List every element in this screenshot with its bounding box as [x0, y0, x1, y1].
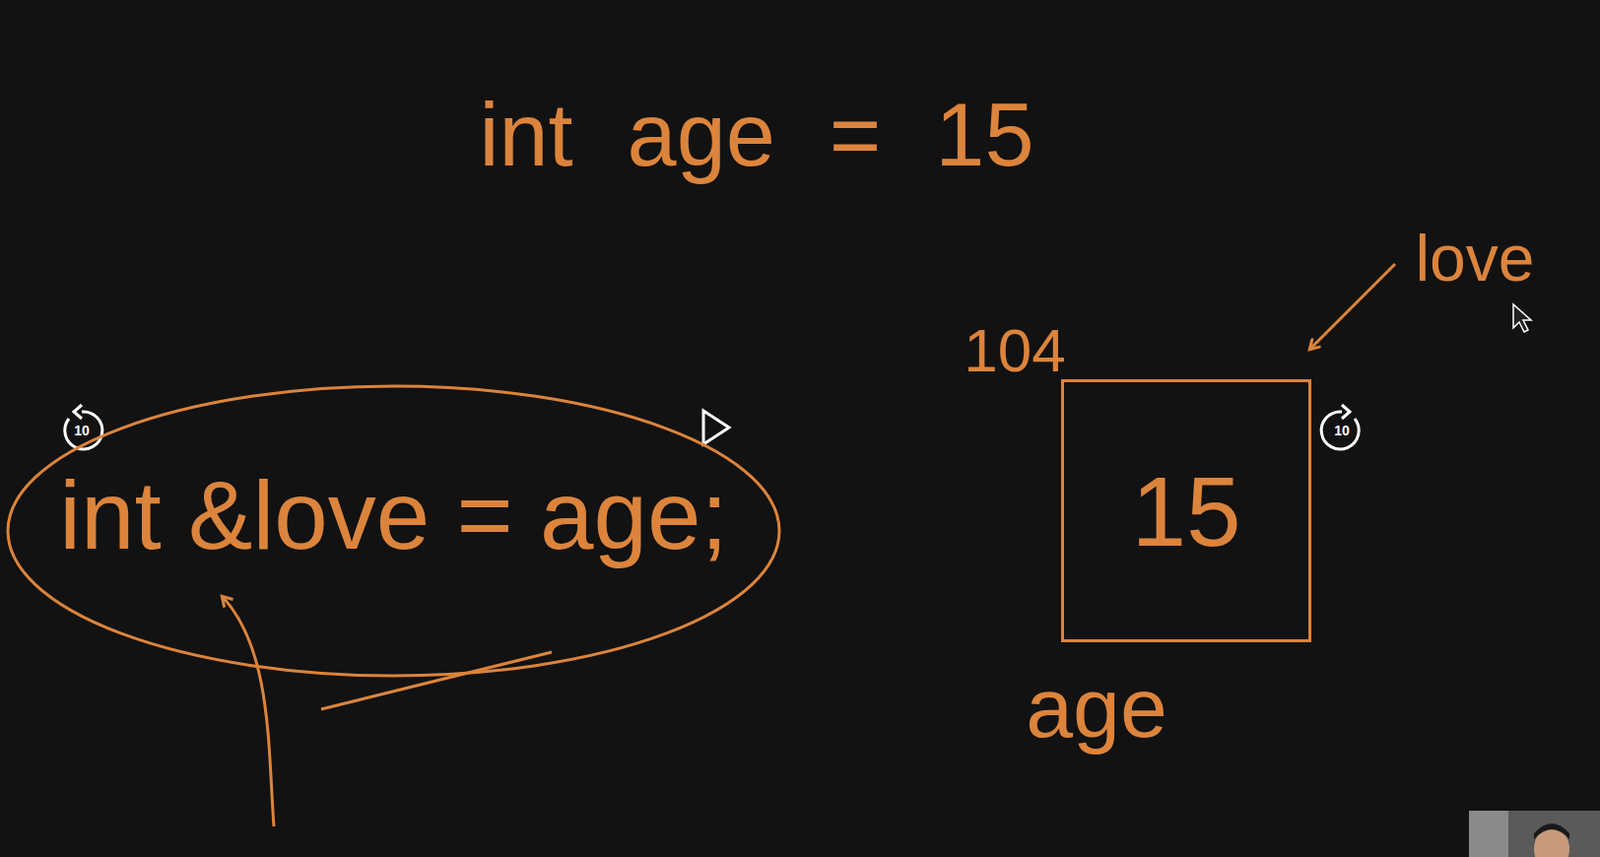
statement-ellipse: int &love = age;: [4, 383, 783, 679]
pointer-arrow: [222, 597, 274, 827]
reference-name: love: [1414, 225, 1534, 291]
stored-value: 15: [1131, 462, 1241, 561]
code-line: int age = 15: [479, 90, 1035, 180]
mouse-cursor: [1513, 304, 1532, 333]
forward-icon: [1321, 404, 1359, 450]
rewind-icon: [65, 404, 103, 450]
play-icon: [703, 410, 730, 445]
pointer-line: [321, 652, 552, 710]
memory-address: 104: [963, 320, 1066, 382]
skip-seconds: 10: [73, 423, 90, 438]
memory-box: 10415age: [1061, 379, 1312, 643]
alias-arrow: [1310, 264, 1396, 349]
variable-name: age: [1025, 665, 1168, 750]
webcam-thumbnail: [1468, 810, 1600, 857]
skip-seconds: 10: [1333, 423, 1350, 438]
code-statement: int &love = age;: [59, 466, 728, 564]
